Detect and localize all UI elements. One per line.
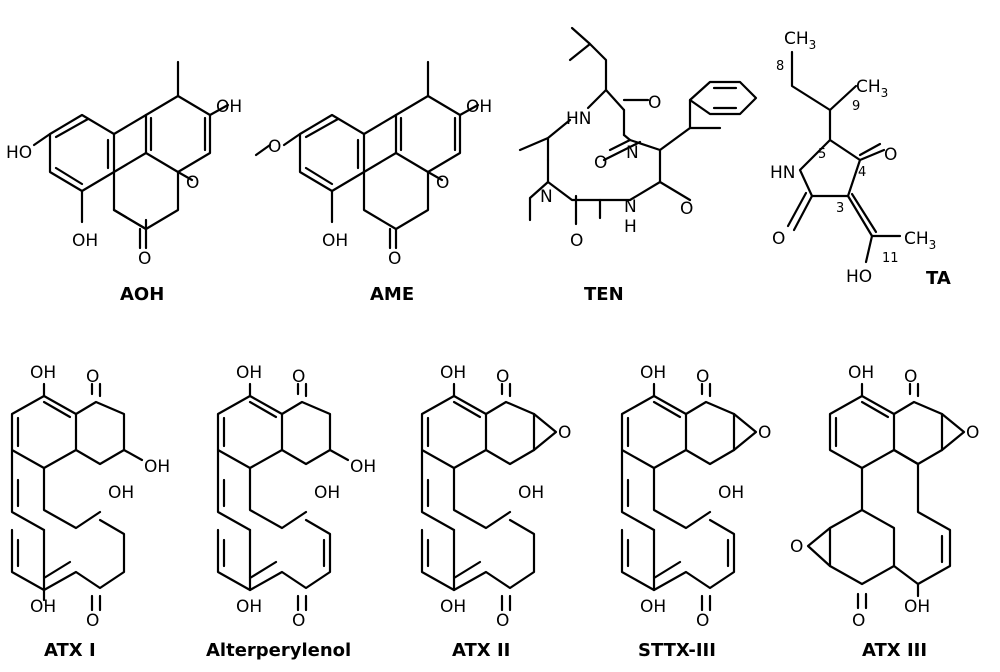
alterperylenol-o-bottom: O (292, 611, 305, 631)
atx2-structure (420, 382, 558, 612)
atx1-o-bottom: O (86, 611, 99, 631)
ame-carbonyl-o: O (388, 249, 401, 269)
aoh-ring-o: O (186, 173, 199, 193)
ten-structure (518, 26, 758, 226)
aoh-structure (32, 60, 230, 250)
atx3-o-bottom: O (852, 611, 865, 631)
sttx3-o-top: O (696, 367, 709, 387)
atx1-structure (10, 382, 144, 612)
atx1-oh-bottom: OH (30, 597, 56, 617)
ten-o-bottom: O (570, 231, 583, 251)
ta-num-4: 4 (858, 165, 866, 180)
atx3-o-top: O (904, 367, 917, 387)
ten-nh-n: N (624, 197, 637, 217)
alterperylenol-label: Alterperylenol (206, 640, 351, 661)
sttx3-epoxide-o: O (758, 423, 771, 443)
ta-num-8: 8 (776, 59, 784, 74)
ta-hn: HN (770, 163, 796, 183)
ten-o-left: O (594, 153, 607, 173)
ame-label: AME (370, 284, 414, 305)
atx2-o-bottom: O (496, 611, 509, 631)
ame-oh-top: OH (466, 97, 492, 117)
atx3-structure (806, 382, 966, 610)
sttx3-structure (620, 382, 758, 612)
atx2-label: ATX II (452, 640, 510, 661)
ten-o-right: O (680, 199, 693, 219)
ame-oh-bottom: OH (322, 231, 348, 251)
ta-structure (786, 50, 902, 264)
atx2-epoxide-o: O (558, 423, 571, 443)
atx2-oh-bottom: OH (440, 597, 466, 617)
sttx3-oh-bottom: OH (640, 597, 666, 617)
alterperylenol-oh-bottom: OH (236, 597, 262, 617)
atx1-o-top: O (86, 367, 99, 387)
atx3-epoxide-o-top: O (966, 423, 979, 443)
ten-hn-top: HN (566, 109, 592, 129)
ten-nh-h: H (624, 217, 637, 237)
sttx3-oh-top: OH (640, 363, 666, 383)
alterperylenol-o-top: O (292, 367, 305, 387)
ten-label: TEN (584, 284, 624, 305)
atx1-label: ATX I (44, 640, 96, 661)
ta-o-left: O (772, 229, 785, 249)
ten-n-right: N (626, 143, 639, 163)
atx1-oh-center: OH (108, 483, 134, 503)
ta-ch3-top: CH3 (784, 29, 816, 52)
ame-structure (254, 60, 480, 250)
ta-o-right: O (884, 145, 897, 165)
ten-o-top: O (648, 93, 661, 113)
ta-num-9: 9 (852, 99, 860, 114)
aoh-ho-left: HO (6, 143, 32, 163)
atx3-oh-bottom: OH (904, 597, 930, 617)
ame-ring-o: O (436, 173, 449, 193)
sttx3-oh-center: OH (718, 483, 744, 503)
ta-ho: HO (846, 267, 872, 287)
aoh-label: AOH (120, 284, 164, 305)
atx3-epoxide-o-left: O (790, 537, 803, 557)
ta-label: TA (926, 268, 951, 289)
atx2-oh-center: OH (518, 483, 544, 503)
aoh-carbonyl-o: O (138, 249, 151, 269)
ten-n-left: N (540, 187, 553, 207)
atx3-label: ATX III (862, 640, 927, 661)
ta-num-3: 3 (836, 201, 844, 216)
alterperylenol-structure (216, 382, 350, 612)
atx2-oh-top: OH (440, 363, 466, 383)
alterperylenol-oh-right: OH (350, 457, 376, 477)
ta-num-5: 5 (818, 147, 826, 162)
sttx3-label: STTX-III (638, 640, 716, 661)
aoh-oh-top: OH (216, 97, 242, 117)
alterperylenol-oh-top: OH (236, 363, 262, 383)
ame-methoxy-o: O (268, 137, 281, 157)
ta-num-11: 11 (882, 251, 899, 266)
ta-ch3-upper: CH3 (856, 77, 888, 100)
atx1-oh-right: OH (144, 457, 170, 477)
atx2-o-top: O (496, 367, 509, 387)
sttx3-o-bottom: O (696, 611, 709, 631)
ta-ch3-right: CH3 (904, 229, 936, 252)
atx1-oh-top: OH (30, 363, 56, 383)
atx3-oh-top: OH (848, 363, 874, 383)
alterperylenol-oh-center: OH (314, 483, 340, 503)
aoh-oh-bottom: OH (72, 231, 98, 251)
